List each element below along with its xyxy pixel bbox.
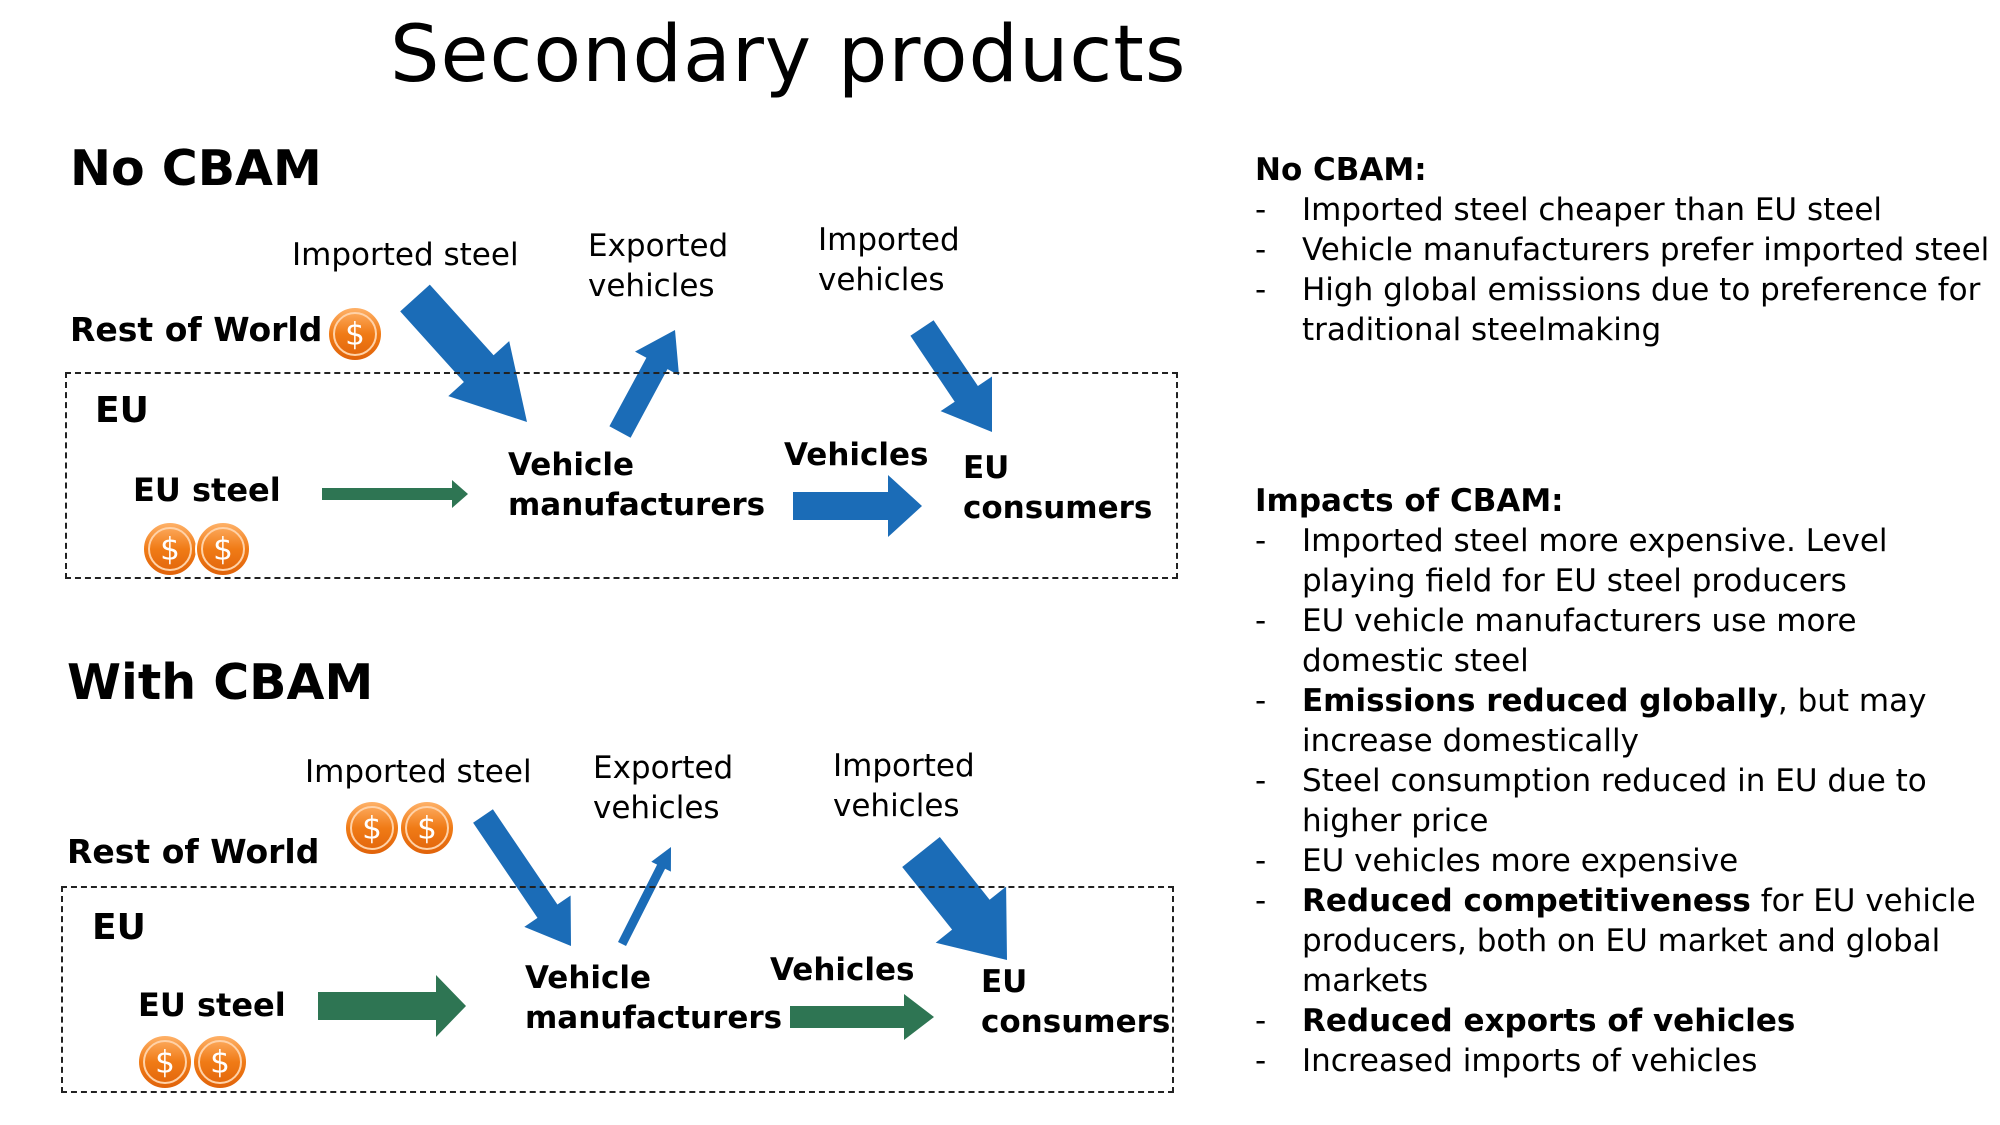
impacts-item: -EU vehicle manufacturers use more domes… bbox=[1255, 603, 1857, 679]
with-cbam-eu-label: EU bbox=[92, 907, 146, 948]
dollar-coin-icon: $ bbox=[192, 1034, 248, 1090]
no-cbam-vehicles-label: Vehicles bbox=[784, 437, 929, 473]
no-cbam-eu-label: EU bbox=[95, 390, 149, 431]
dollar-coin-icon: $ bbox=[195, 521, 251, 577]
vehicles-arrow bbox=[790, 994, 934, 1040]
dollar-coin-icon: $ bbox=[399, 800, 455, 856]
svg-text:$: $ bbox=[210, 1044, 230, 1080]
with-cbam-eu-box bbox=[61, 886, 1174, 1093]
impacts-item: -Reduced exports of vehicles bbox=[1255, 1003, 1796, 1039]
svg-text:$: $ bbox=[155, 1044, 175, 1080]
no-cbam-eu-steel-label: EU steel bbox=[133, 471, 281, 509]
with-cbam-heading: With CBAM bbox=[67, 654, 374, 711]
imported-steel-arrow bbox=[400, 284, 527, 422]
dollar-coin-icon: $ bbox=[327, 306, 383, 362]
impacts-summary-heading: Impacts of CBAM: bbox=[1255, 483, 1564, 519]
no-cbam-eu-box bbox=[65, 372, 1178, 579]
exported-vehicles-arrow bbox=[609, 330, 679, 438]
imported-vehicles-arrow bbox=[910, 320, 992, 432]
svg-text:$: $ bbox=[417, 810, 437, 846]
dollar-coin-icon: $ bbox=[344, 800, 400, 856]
vehicles-arrow bbox=[793, 475, 922, 537]
impacts-item: -Emissions reduced globally, but may inc… bbox=[1255, 683, 1927, 759]
with-cbam-eu-steel-label: EU steel bbox=[138, 986, 286, 1024]
dollar-coin-icon: $ bbox=[142, 521, 198, 577]
with-cbam-rest-of-world-label: Rest of World bbox=[67, 832, 320, 871]
svg-text:$: $ bbox=[345, 316, 365, 352]
imported-steel-arrow bbox=[473, 809, 571, 946]
svg-text:$: $ bbox=[362, 810, 382, 846]
page-title: Secondary products bbox=[390, 10, 1187, 100]
impacts-item: -Increased imports of vehicles bbox=[1255, 1043, 1758, 1079]
eu-steel-arrow bbox=[322, 480, 468, 508]
no-cbam-heading: No CBAM bbox=[70, 140, 322, 197]
no-cbam-summary: No CBAM: -Imported steel cheaper than EU… bbox=[1255, 150, 1995, 350]
impacts-item: -Imported steel more expensive. Level pl… bbox=[1255, 523, 1888, 599]
no-cbam-summary-heading: No CBAM: bbox=[1255, 152, 1427, 188]
impacts-item: -Steel consumption reduced in EU due to … bbox=[1255, 763, 1927, 839]
no-cbam-summary-item: -High global emissions due to preference… bbox=[1255, 272, 1981, 348]
svg-text:$: $ bbox=[160, 531, 180, 567]
with-cbam-imported-steel-label: Imported steel bbox=[305, 754, 532, 790]
no-cbam-summary-item: -Vehicle manufacturers prefer imported s… bbox=[1255, 232, 1990, 268]
impacts-item: -EU vehicles more expensive bbox=[1255, 843, 1739, 879]
no-cbam-rest-of-world-label: Rest of World bbox=[70, 310, 323, 349]
imported-vehicles-arrow bbox=[902, 837, 1007, 960]
dollar-coin-icon: $ bbox=[137, 1034, 193, 1090]
impacts-item: -Reduced competitiveness for EU vehicle … bbox=[1255, 883, 1976, 999]
no-cbam-summary-item: -Imported steel cheaper than EU steel bbox=[1255, 192, 1883, 228]
no-cbam-imported-steel-label: Imported steel bbox=[292, 237, 519, 273]
svg-text:$: $ bbox=[213, 531, 233, 567]
exported-vehicles-arrow bbox=[618, 847, 671, 946]
eu-steel-arrow bbox=[318, 975, 466, 1037]
with-cbam-vehicles-label: Vehicles bbox=[770, 952, 915, 988]
impacts-summary: Impacts of CBAM: -Imported steel more ex… bbox=[1255, 481, 1995, 1081]
